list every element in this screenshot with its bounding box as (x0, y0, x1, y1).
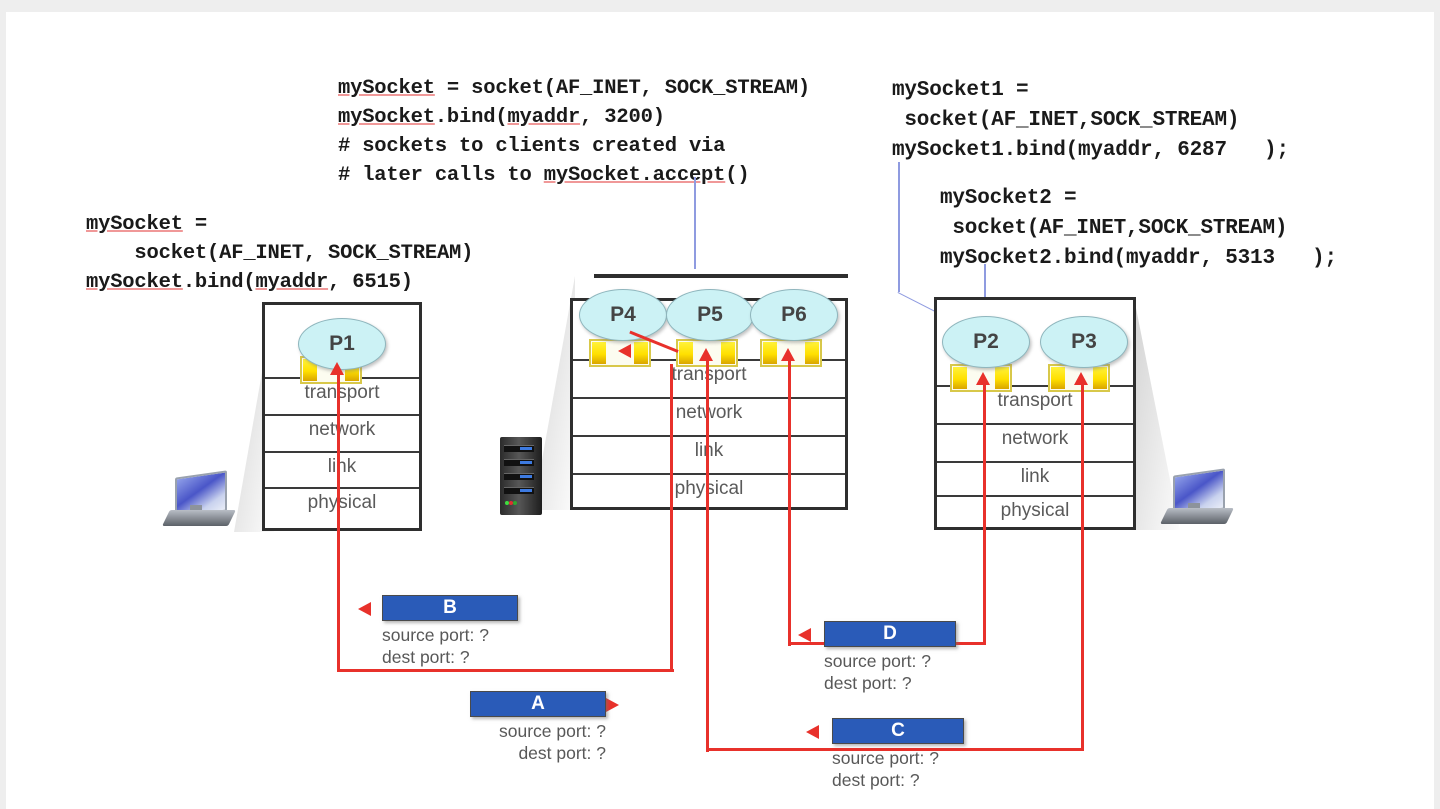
wire-p3-vertical (1081, 384, 1085, 750)
packet-D-arrow (798, 628, 811, 642)
packet-A-label: A (470, 691, 606, 717)
leader-line-socket1-vertical (898, 162, 900, 292)
packet-A-ports: source port: ?dest port: ? (499, 721, 606, 764)
host-left-layer-network: network (308, 419, 376, 440)
packet-C-ports: source port: ?dest port: ? (832, 748, 939, 791)
host-right-layer-physical: physical (1000, 500, 1070, 521)
process-P1: P1 (298, 318, 386, 370)
packet-C-arrow (806, 725, 819, 739)
leader-line-middle (694, 177, 696, 269)
wire-p2-arrowhead (976, 372, 990, 385)
socket-P2[interactable] (950, 364, 1012, 392)
packet-B-arrow (358, 602, 371, 616)
packet-C-label: C (832, 718, 964, 744)
packet-C: C source port: ?dest port: ? (832, 718, 964, 792)
packet-D-ports: source port: ?dest port: ? (824, 651, 931, 694)
packet-D: D source port: ?dest port: ? (824, 621, 956, 695)
host-left-laptop-icon (162, 470, 236, 532)
code-block-right-socket2: mySocket2 = socket(AF_INET,SOCK_STREAM) … (940, 187, 1337, 270)
packet-A: A source port: ?dest port: ? (470, 691, 606, 765)
process-P4: P4 (579, 289, 667, 341)
process-P3: P3 (1040, 316, 1128, 368)
host-middle-topbar (594, 274, 848, 278)
packet-B: B source port: ?dest port: ? (382, 595, 518, 669)
wire-p1-p4-horizontal (337, 669, 674, 673)
wire-p6-arrowhead (781, 348, 795, 361)
host-middle-server-tower-icon (500, 437, 542, 515)
packet-B-label: B (382, 595, 518, 621)
host-left-layer-transport: transport (304, 382, 380, 403)
leader-line-socket2-vertical (984, 264, 986, 302)
host-right-layer-network: network (1001, 428, 1069, 449)
host-left-layer-link: link (327, 456, 357, 477)
wire-p1-arrowhead (330, 362, 344, 375)
wire-p6-vertical (788, 360, 792, 646)
host-left-layer-physical: physical (307, 492, 377, 513)
code-block-middle-server: mySocket = socket(AF_INET, SOCK_STREAM) … (338, 77, 810, 188)
wire-p3-arrowhead (1074, 372, 1088, 385)
wire-p1-vertical (337, 374, 341, 672)
process-P6: P6 (750, 289, 838, 341)
packet-B-ports: source port: ?dest port: ? (382, 625, 489, 668)
host-right-layer-link: link (1020, 466, 1050, 487)
process-P2: P2 (942, 316, 1030, 368)
wire-p4-vertical (670, 364, 674, 670)
packet-A-arrow (606, 698, 619, 712)
wire-p2-vertical (983, 384, 987, 644)
wire-p4-arrowhead (618, 344, 631, 358)
wire-p5-arrowhead (699, 348, 713, 361)
process-P5: P5 (666, 289, 754, 341)
host-right-layer-transport: transport (997, 390, 1073, 411)
code-block-right-socket1: mySocket1 = socket(AF_INET,SOCK_STREAM) … (892, 79, 1289, 162)
wire-p5-p3-horizontal (706, 748, 1084, 752)
code-block-left-client: mySocket = socket(AF_INET, SOCK_STREAM) … (86, 213, 474, 295)
wire-p5-vertical (706, 360, 710, 752)
packet-D-label: D (824, 621, 956, 647)
host-right-laptop-icon (1160, 468, 1234, 530)
slide-canvas: mySocket = socket(AF_INET, SOCK_STREAM) … (6, 12, 1434, 809)
